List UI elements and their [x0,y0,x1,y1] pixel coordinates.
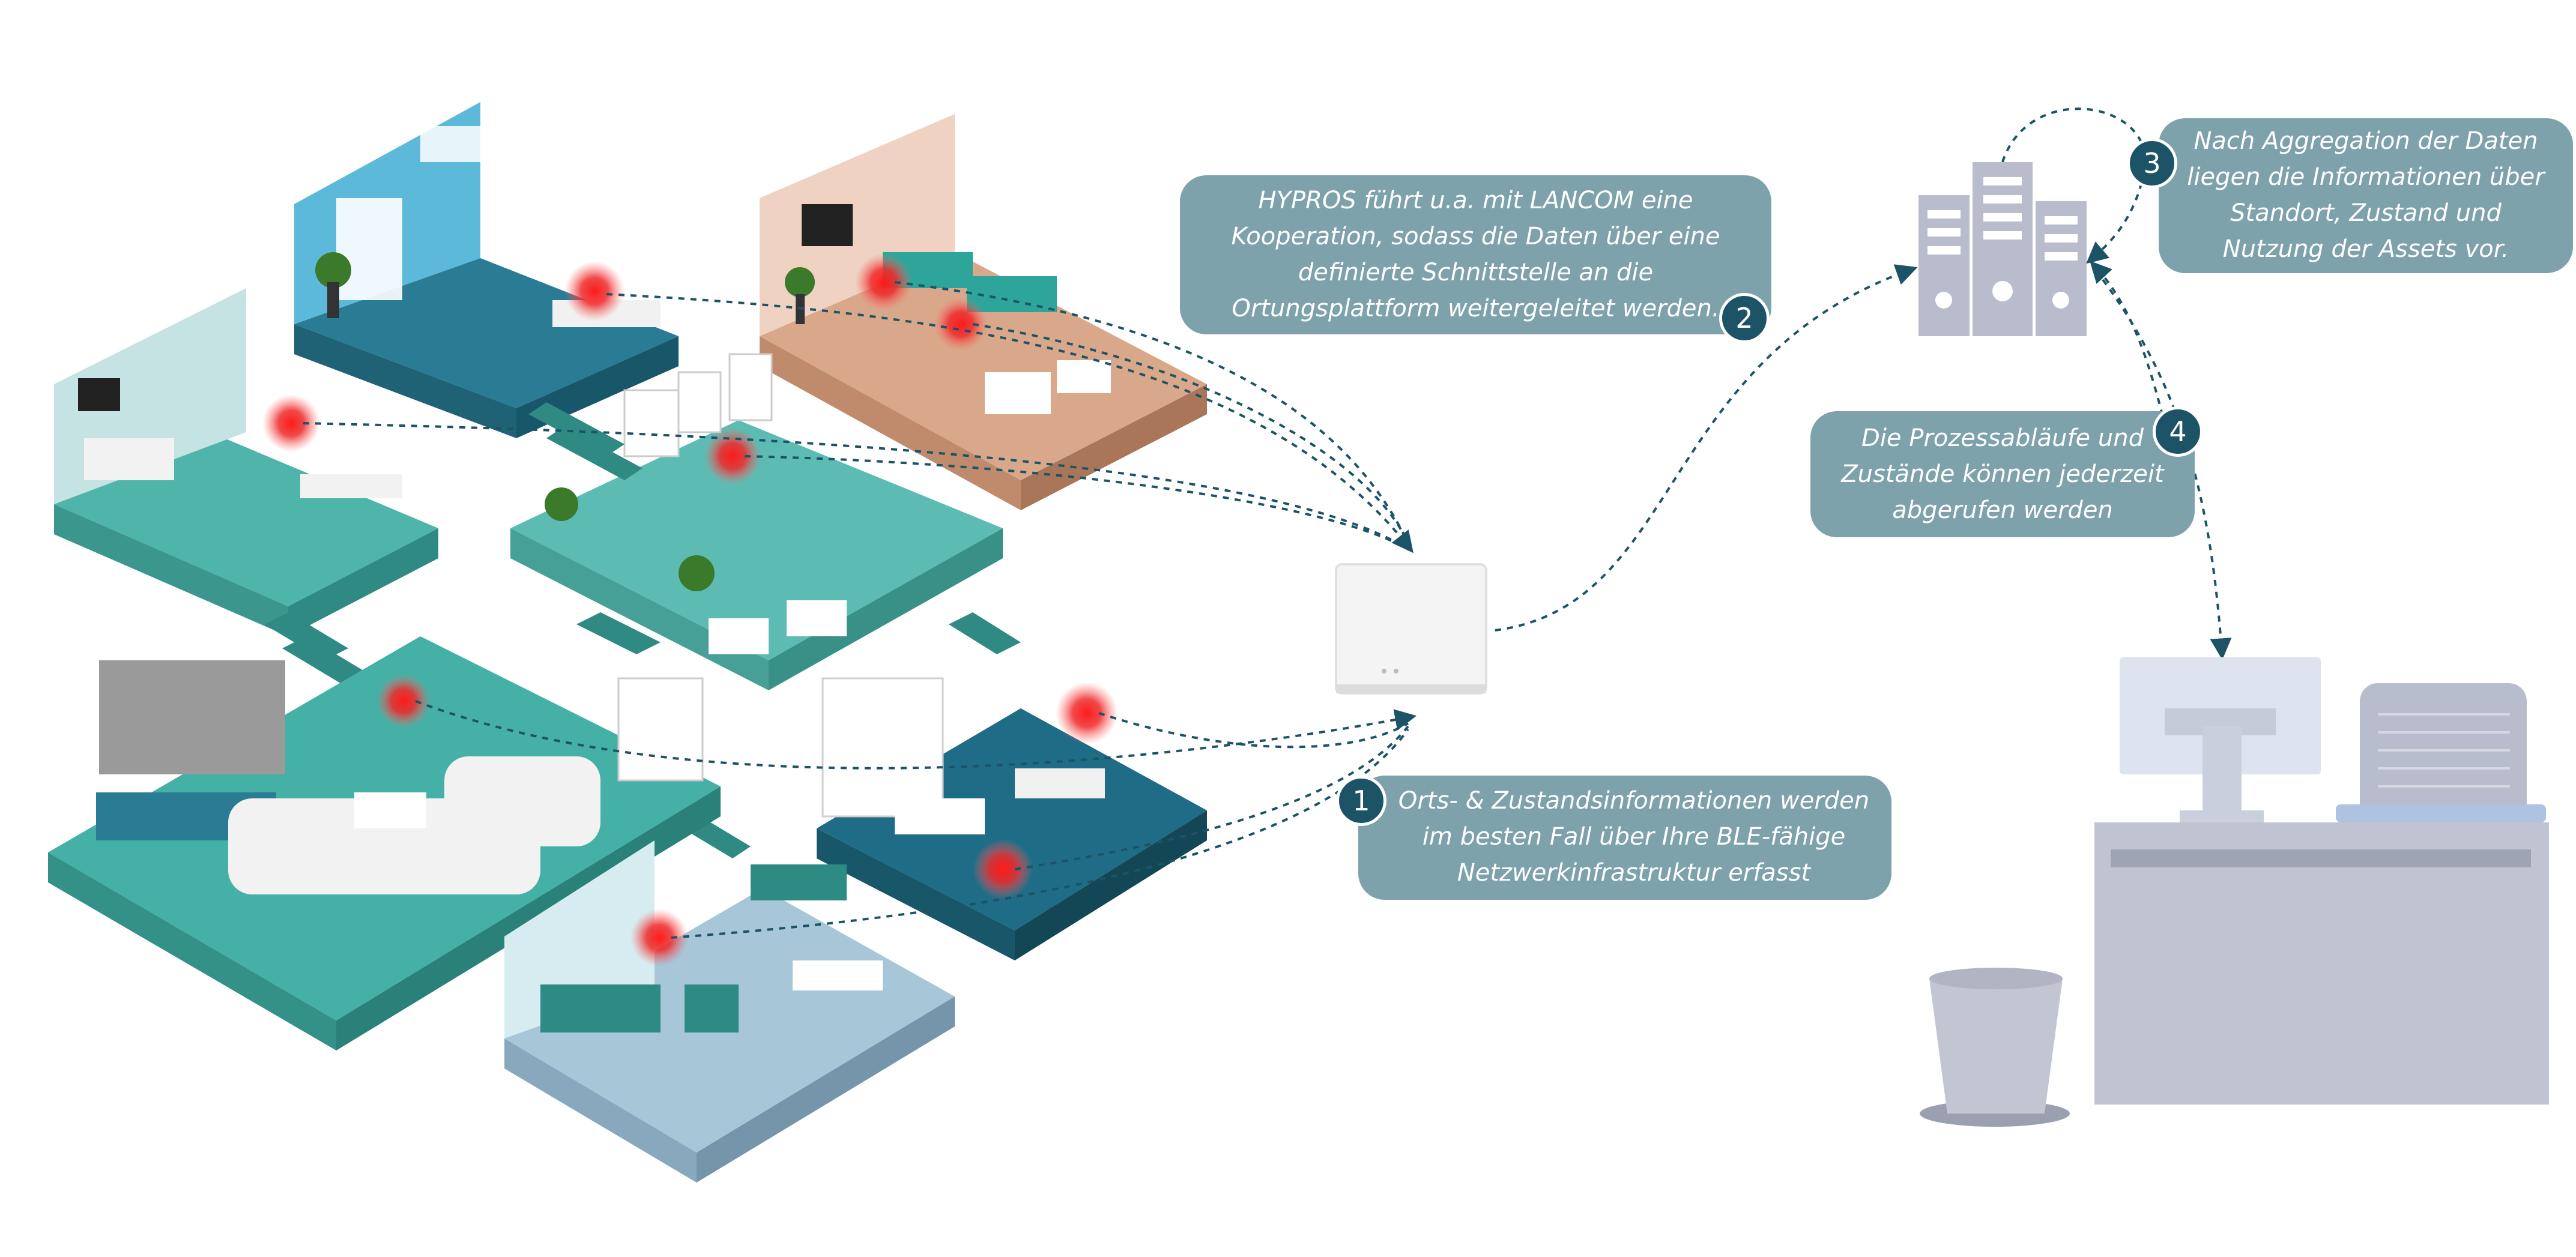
step-1-text-line: Orts- & Zustandsinformationen werden [1398,787,1870,815]
desk [2094,822,2549,1105]
ble-tracker-icon [704,427,761,485]
ble-tracker-icon [1056,682,1118,744]
ble-tracker-icon [973,839,1033,899]
room-patient-ward [760,114,1207,510]
ble-trackers [262,253,1118,966]
step-3-badge: 3 [2127,138,2177,188]
step-4-callout: Die Prozessabläufe und Zustände können j… [1810,411,2195,537]
office-chair-icon [2336,683,2546,830]
room-reception-hall [48,636,721,1051]
stairs [264,402,1021,858]
room-lounge-left [54,288,438,636]
step-1-callout: Orts- & Zustandsinformationen werden im … [1358,776,1891,900]
waste-bin-icon [1920,968,2070,1127]
step-3-text-line: Nach Aggregation der Daten [2194,127,2538,155]
ble-tracker-icon [262,394,320,452]
step-2-text-line: HYPROS führt u.a. mit LANCOM eine [1258,187,1693,214]
step-3-text-line: Nutzung der Assets vor. [2222,235,2509,263]
ble-tracker-icon [630,909,688,966]
room-treatment [817,677,1207,960]
room-central-hall [510,353,1003,690]
ble-tracker-icon [376,674,431,728]
step-3-callout: Nach Aggregation der Daten liegen die In… [2159,118,2573,273]
room-laboratory [504,840,955,1183]
step-4-text-line: Zustände können jederzeit [1841,460,2164,488]
access-point-icon [1335,563,1487,695]
workstation [1920,657,2549,1127]
step-2-callout: HYPROS führt u.a. mit LANCOM eine Kooper… [1180,175,1771,334]
ble-tracker-icon [564,261,624,321]
step-2-text-line: Ortungsplattform weitergeleitet werden. [1232,295,1720,322]
step-4-badge: 4 [2153,406,2203,457]
ble-tracker-icon [855,253,913,311]
step-4-text-line: Die Prozessabläufe und [1861,424,2144,452]
step-2-text-line: Kooperation, sodass die Daten über eine [1231,223,1720,250]
step-4-text-line: abgerufen werden [1892,496,2113,524]
step-1-text-line: im besten Fall über Ihre BLE-fähige [1422,823,1846,851]
step-2-text-line: definierte Schnittstelle an die [1298,259,1654,286]
server-rack-icon [1918,162,2087,336]
ble-tracker-icon [934,297,988,351]
room-consultation-blue [294,102,679,438]
step-3-text-line: liegen die Informationen über [2187,163,2545,191]
step-2-badge: 2 [1719,293,1770,343]
step-3-text-line: Standort, Zustand und [2230,199,2502,227]
step-1-text-line: Netzwerkinfrastruktur erfasst [1457,859,1811,887]
monitor-icon [2120,657,2321,824]
step-1-badge: 1 [1336,776,1386,826]
hospital-floors [48,102,1207,1183]
